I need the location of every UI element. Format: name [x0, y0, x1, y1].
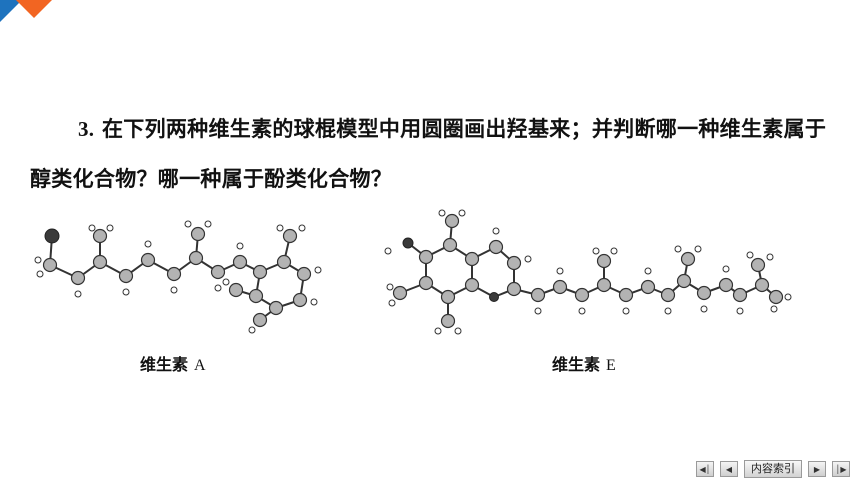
question-number: 3.: [78, 117, 95, 141]
caption-label: 维生素: [552, 355, 601, 374]
next-page-icon[interactable]: ▶: [808, 461, 826, 477]
oxygen-atom-ring: [489, 292, 499, 302]
caption-label: 维生素: [140, 355, 189, 374]
content-index-button[interactable]: 内容索引: [744, 460, 802, 478]
caption-letter: A: [194, 357, 206, 374]
vitamin-e-model: [384, 209, 792, 335]
caption-letter: E: [606, 357, 616, 374]
prev-page-icon[interactable]: ◀: [720, 461, 738, 477]
caption-vitamin-e: 维生素 E: [552, 351, 616, 375]
oxygen-atom: [44, 228, 60, 244]
slide-navigation: ◀│ ◀ 内容索引 ▶ │▶: [696, 460, 850, 478]
vitamin-a-model: [34, 220, 322, 334]
last-page-icon[interactable]: │▶: [832, 461, 850, 477]
question-text: 3. 在下列两种维生素的球棍模型中用圆圈画出羟基来；并判断哪一种维生素属于醇类化…: [30, 104, 840, 204]
corner-logo-icon: [0, 0, 52, 22]
caption-vitamin-a: 维生素 A: [140, 351, 206, 375]
oxygen-atom-hydroxyl: [402, 237, 414, 249]
first-page-icon[interactable]: ◀│: [696, 461, 714, 477]
question-body: 在下列两种维生素的球棍模型中用圆圈画出羟基来；并判断哪一种维生素属于醇类化合物？…: [30, 117, 827, 191]
